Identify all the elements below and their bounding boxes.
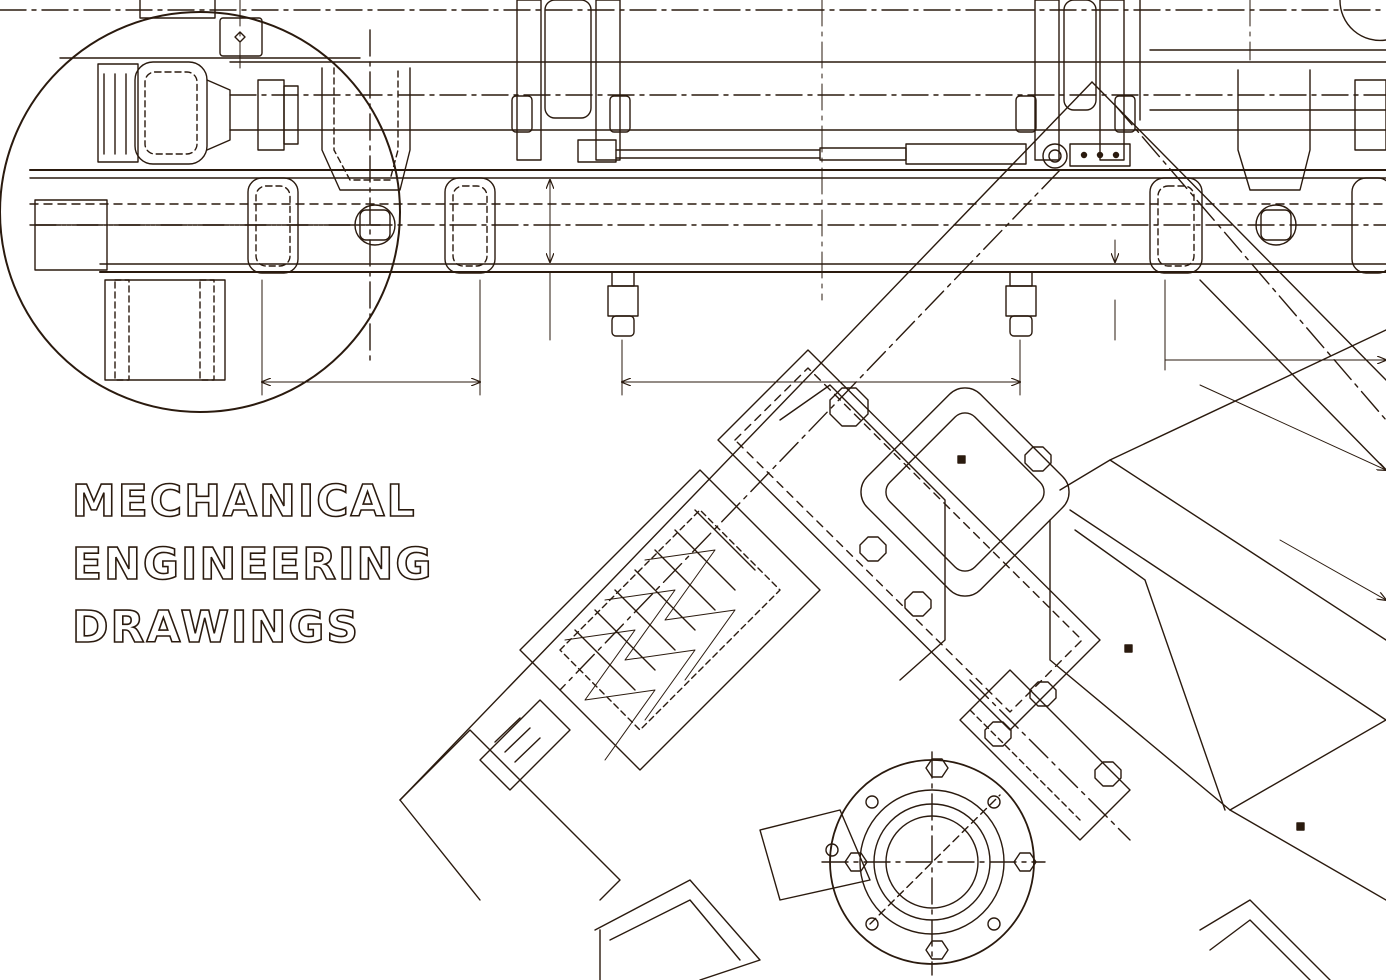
spring-coil	[519, 469, 821, 771]
detail-view-circle	[0, 0, 401, 413]
diagonal-assembly	[399, 81, 1386, 980]
dimension-lines	[239, 0, 1386, 396]
drawing-title: MECHANICAL ENGINEERING DRAWINGS	[71, 470, 434, 659]
title-line-2: ENGINEERING	[71, 538, 434, 591]
hex-bolts	[829, 387, 1122, 787]
title-line-1: MECHANICAL	[71, 475, 417, 528]
upper-frame-assembly	[0, 0, 1386, 337]
title-line-3: DRAWINGS	[71, 601, 361, 654]
round-flange	[821, 751, 1046, 976]
